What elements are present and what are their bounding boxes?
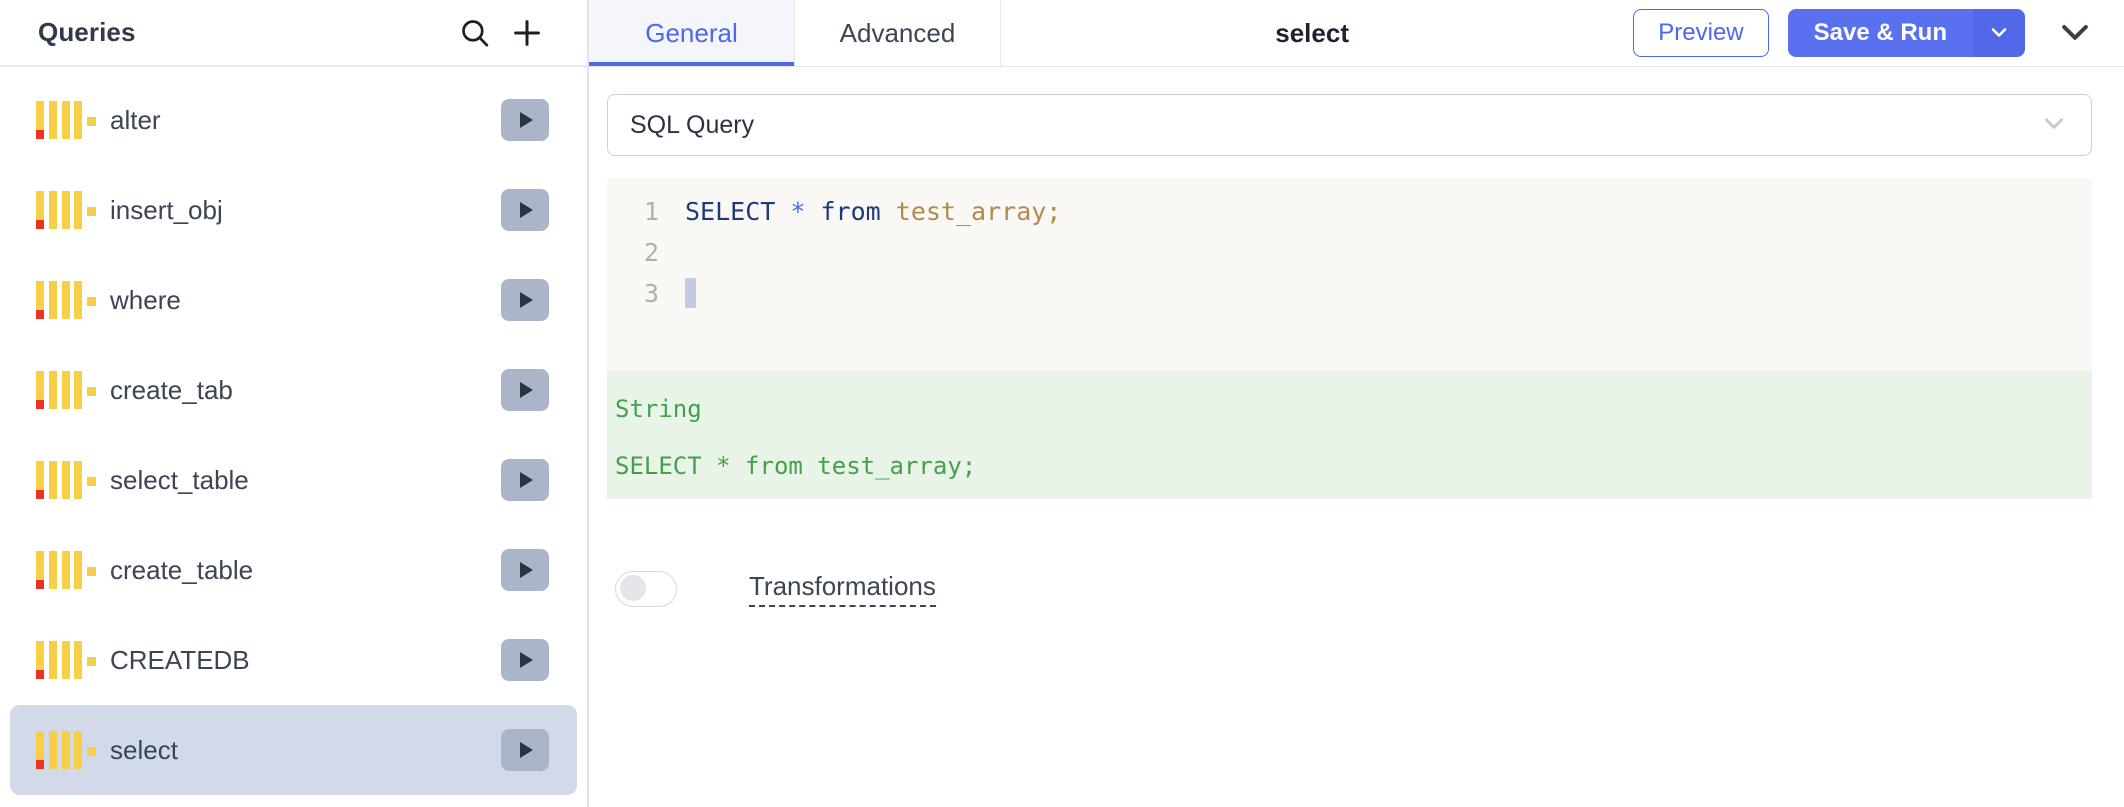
save-run-dropdown-button[interactable]	[1973, 9, 2025, 57]
save-run-group: Save & Run	[1787, 9, 2025, 57]
tab-advanced[interactable]: Advanced	[795, 0, 1001, 66]
collapse-panel-button[interactable]	[2048, 6, 2102, 60]
list-item-label: select_table	[110, 464, 249, 495]
code-token-star: *	[790, 197, 806, 226]
text-cursor	[685, 278, 696, 308]
toolbar-title-wrap: select	[1001, 0, 1623, 66]
query-bars-icon	[36, 637, 96, 683]
code-content: SELECT * from test_array;	[685, 191, 1061, 232]
play-icon	[520, 202, 533, 218]
query-bars-icon	[36, 457, 96, 503]
list-item[interactable]: alter	[10, 75, 577, 165]
run-query-button[interactable]	[501, 459, 549, 501]
code-line: 2	[607, 232, 2092, 273]
list-item[interactable]: where	[10, 255, 577, 345]
list-item[interactable]: create_table	[10, 525, 577, 615]
list-item[interactable]: insert_obj	[10, 165, 577, 255]
code-token-keyword: from	[820, 197, 881, 226]
run-query-button[interactable]	[501, 279, 549, 321]
query-name-title: select	[1275, 17, 1349, 48]
code-line: 3	[607, 273, 2092, 314]
chevron-down-icon	[2055, 12, 2095, 55]
query-type-select[interactable]: SQL Query	[607, 94, 2092, 156]
transformations-toggle[interactable]	[615, 571, 677, 607]
list-item-label: alter	[110, 104, 161, 135]
list-item-selected[interactable]: select	[10, 705, 577, 795]
transformations-label[interactable]: Transformations	[749, 571, 936, 607]
chevron-down-icon	[2039, 108, 2069, 143]
chevron-down-icon	[1987, 20, 2011, 47]
main-panel: General Advanced select Preview Save & R…	[589, 0, 2124, 807]
query-bars-icon	[36, 727, 96, 773]
list-item-label: where	[110, 284, 181, 315]
code-line: 1 SELECT * from test_array;	[607, 191, 2092, 232]
add-query-button[interactable]	[501, 7, 553, 59]
sidebar-header: Queries	[0, 0, 587, 67]
query-bars-icon	[36, 547, 96, 593]
transformations-row: Transformations	[607, 571, 2092, 607]
run-query-button[interactable]	[501, 729, 549, 771]
query-output-preview: String SELECT * from test_array;	[607, 371, 2092, 499]
query-bars-icon	[36, 277, 96, 323]
preview-button[interactable]: Preview	[1633, 9, 1769, 57]
run-query-button[interactable]	[501, 189, 549, 231]
toggle-knob	[620, 575, 646, 601]
code-space	[805, 197, 820, 226]
sql-code-editor[interactable]: 1 SELECT * from test_array; 2 3	[607, 178, 2092, 371]
query-bars-icon	[36, 367, 96, 413]
code-token-identifier: test_array;	[895, 197, 1062, 226]
play-icon	[520, 472, 533, 488]
save-and-run-button[interactable]: Save & Run	[1787, 9, 1973, 57]
play-icon	[520, 562, 533, 578]
plus-icon	[509, 15, 545, 51]
query-list: alter insert_obj	[0, 67, 587, 807]
query-type-value: SQL Query	[630, 110, 755, 139]
code-space	[775, 197, 790, 226]
list-item-label: select	[110, 734, 178, 765]
queries-sidebar: Queries	[0, 0, 589, 807]
run-query-button[interactable]	[501, 369, 549, 411]
line-number: 2	[643, 238, 659, 267]
line-number: 3	[643, 279, 659, 308]
code-token-keyword: SELECT	[685, 197, 776, 226]
toolbar-actions: Preview Save & Run	[1623, 0, 2124, 66]
play-icon	[520, 742, 533, 758]
search-icon	[458, 16, 492, 50]
list-item-label: create_tab	[110, 374, 233, 405]
output-value: SELECT * from test_array;	[615, 452, 977, 481]
main-toolbar: General Advanced select Preview Save & R…	[589, 0, 2124, 67]
list-item-label: create_table	[110, 554, 254, 585]
output-type-label: String	[615, 395, 702, 423]
play-icon	[520, 382, 533, 398]
tab-general[interactable]: General	[589, 0, 795, 66]
play-icon	[520, 652, 533, 668]
list-item-label: CREATEDB	[110, 644, 250, 675]
query-bars-icon	[36, 187, 96, 233]
page-title: Queries	[38, 17, 136, 47]
query-bars-icon	[36, 97, 96, 143]
run-query-button[interactable]	[501, 639, 549, 681]
play-icon	[520, 292, 533, 308]
code-space	[881, 197, 896, 226]
list-item[interactable]: select_table	[10, 435, 577, 525]
run-query-button[interactable]	[501, 549, 549, 591]
list-item-label: insert_obj	[110, 194, 223, 225]
run-query-button[interactable]	[501, 99, 549, 141]
search-button[interactable]	[449, 7, 501, 59]
list-item[interactable]: create_tab	[10, 345, 577, 435]
line-number: 1	[643, 197, 659, 226]
play-icon	[520, 112, 533, 128]
main-body: SQL Query 1 SELECT * from test_array; 2 …	[589, 67, 2124, 807]
list-item[interactable]: CREATEDB	[10, 615, 577, 705]
